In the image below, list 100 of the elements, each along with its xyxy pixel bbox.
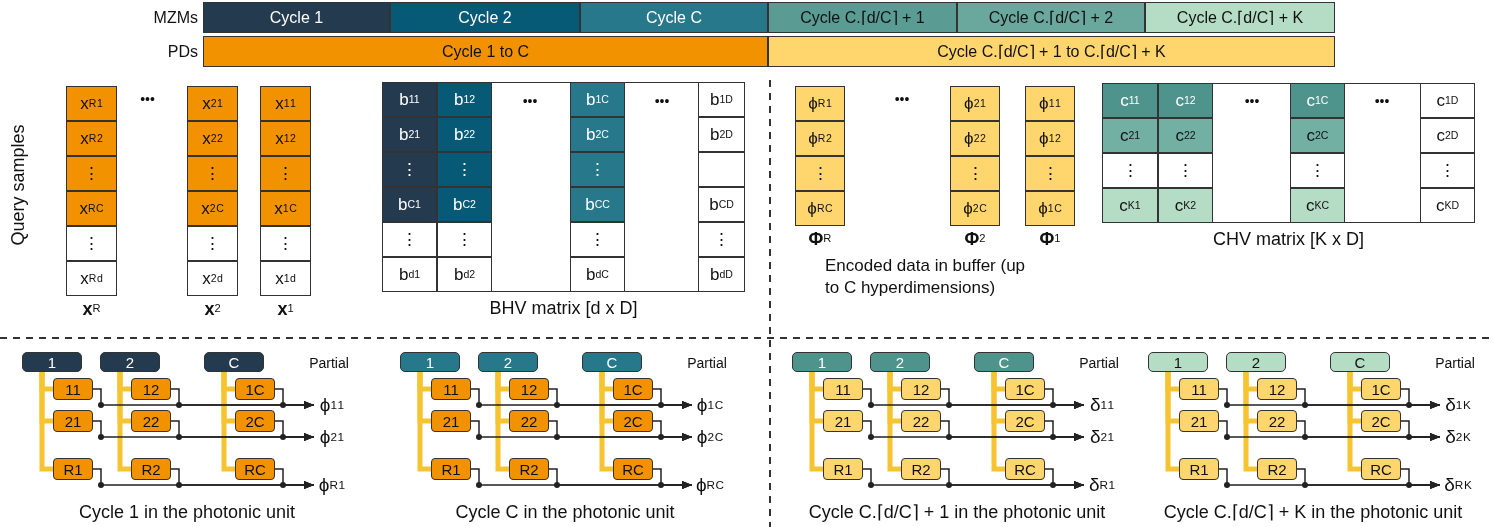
- row-label: PDs: [166, 41, 198, 62]
- matrix-cell: ⋮: [570, 152, 625, 187]
- modulator-box: 1: [792, 352, 852, 372]
- signal-arrow: [652, 468, 693, 489]
- matrix-cell: ⋮: [260, 226, 311, 261]
- matrix-cell: ⋮: [382, 152, 437, 187]
- output-heading: Partial: [308, 354, 350, 372]
- matrix-cell: ⋮: [1025, 156, 1075, 191]
- weight-box: 1C: [613, 378, 653, 400]
- modulator-box: 2: [100, 352, 160, 372]
- modulator-box: C: [1330, 352, 1390, 372]
- weight-box: 11: [53, 378, 93, 400]
- matrix-cell: ⋮: [1158, 153, 1213, 188]
- empty-cell: [698, 152, 745, 187]
- modulator-box: 1: [1148, 352, 1208, 372]
- weight-box: 12: [131, 378, 171, 400]
- matrix-cell: ⋮: [1102, 153, 1158, 188]
- weight-box: 11: [431, 378, 471, 400]
- weight-box: RC: [1005, 458, 1045, 480]
- weight-box: RC: [1361, 458, 1401, 480]
- waveguide-line: [117, 372, 131, 472]
- weight-box: RC: [613, 458, 653, 480]
- signal-arrow: [1400, 388, 1441, 409]
- weight-box: 12: [901, 378, 941, 400]
- panel-caption: Cycle 1 in the photonic unit: [77, 500, 297, 524]
- ellipsis: •••: [139, 90, 156, 109]
- weight-box: RC: [235, 458, 275, 480]
- ellipsis: •••: [1243, 92, 1261, 111]
- signal-arrow: [1400, 420, 1441, 441]
- weight-box: R1: [1179, 458, 1219, 480]
- signal-arrow: [652, 420, 693, 441]
- matrix-cell: ⋮: [437, 152, 492, 187]
- pd-cycle-bar: Cycle 1 to C: [203, 36, 768, 67]
- matrix-cell: ⋮: [66, 226, 117, 261]
- matrix-cell: ⋮: [187, 156, 238, 191]
- weight-box: 22: [509, 410, 549, 432]
- waveguide-line: [809, 372, 823, 472]
- matrix-cell: ⋮: [795, 156, 845, 191]
- weight-box: 2C: [235, 410, 275, 432]
- mzm-cycle-bar: Cycle C.⌈d/C⌉ + K: [1145, 2, 1335, 33]
- waveguide-line: [887, 372, 901, 472]
- waveguide-line: [991, 372, 1005, 472]
- weight-box: 21: [823, 410, 863, 432]
- matrix-cell: ⋮: [66, 156, 117, 191]
- panel-caption: Cycle C.⌈d/C⌉ + 1 in the photonic unit: [807, 501, 1107, 524]
- matrix-cell: ⋮: [187, 226, 238, 261]
- waveguide-line: [599, 372, 613, 472]
- mzm-cycle-bar: Cycle C: [580, 2, 768, 33]
- panel-caption: Cycle C in the photonic unit: [454, 500, 676, 524]
- waveguide-line: [39, 372, 53, 472]
- matrix-cell: ⋮: [570, 222, 625, 257]
- weight-box: 12: [509, 378, 549, 400]
- pd-cycle-bar: Cycle C.⌈d/C⌉ + 1 to C.⌈d/C⌉ + K: [768, 36, 1335, 67]
- matrix-cell: ⋮: [382, 222, 437, 257]
- signal-arrow: [1044, 388, 1085, 409]
- weight-box: R2: [509, 458, 549, 480]
- weight-box: 1C: [235, 378, 275, 400]
- signal-arrow: [274, 420, 315, 441]
- modulator-box: C: [582, 352, 642, 372]
- vector-label: Φ$^{1}$: [1038, 227, 1062, 251]
- vector-label: x$^{R}$: [81, 297, 102, 321]
- weight-box: 1C: [1361, 378, 1401, 400]
- waveguide-line: [495, 372, 509, 472]
- weight-box: 2C: [613, 410, 653, 432]
- ellipsis: •••: [521, 92, 539, 111]
- weight-box: R2: [131, 458, 171, 480]
- weight-box: 11: [823, 378, 863, 400]
- modulator-box: 1: [400, 352, 460, 372]
- weight-box: 22: [901, 410, 941, 432]
- modulator-box: 2: [1226, 352, 1286, 372]
- weight-box: 11: [1179, 378, 1219, 400]
- modulator-box: C: [974, 352, 1034, 372]
- matrix-caption: CHV matrix [K x D]: [1212, 229, 1365, 250]
- signal-arrow: [274, 468, 315, 489]
- matrix-cell: ⋮: [1290, 153, 1345, 188]
- weight-box: 2C: [1005, 410, 1045, 432]
- weight-box: 22: [1257, 410, 1297, 432]
- ellipsis: •••: [893, 90, 911, 109]
- output-heading: Partial: [1078, 354, 1120, 372]
- signal-arrow: [652, 388, 693, 409]
- modulator-box: 2: [870, 352, 930, 372]
- modulator-box: C: [204, 352, 264, 372]
- matrix-cell: ⋮: [437, 222, 492, 257]
- weight-box: 21: [53, 410, 93, 432]
- weight-box: 12: [1257, 378, 1297, 400]
- matrix-cell: ⋮: [950, 156, 1000, 191]
- output-heading: Partial: [1434, 354, 1476, 372]
- weight-box: 21: [1179, 410, 1219, 432]
- mzm-cycle-bar: Cycle C.⌈d/C⌉ + 1: [768, 2, 957, 33]
- weight-box: 1C: [1005, 378, 1045, 400]
- weight-box: R2: [901, 458, 941, 480]
- weight-box: R1: [823, 458, 863, 480]
- matrix-cell: ⋮: [260, 156, 311, 191]
- panel-caption: Cycle C.⌈d/C⌉ + K in the photonic unit: [1162, 501, 1464, 524]
- signal-arrow: [1044, 468, 1085, 489]
- weight-box: 2C: [1361, 410, 1401, 432]
- waveguide-line: [417, 372, 431, 472]
- mzm-cycle-bar: Cycle C.⌈d/C⌉ + 2: [957, 2, 1145, 33]
- row-label: MZMs: [152, 7, 198, 28]
- weight-box: 21: [431, 410, 471, 432]
